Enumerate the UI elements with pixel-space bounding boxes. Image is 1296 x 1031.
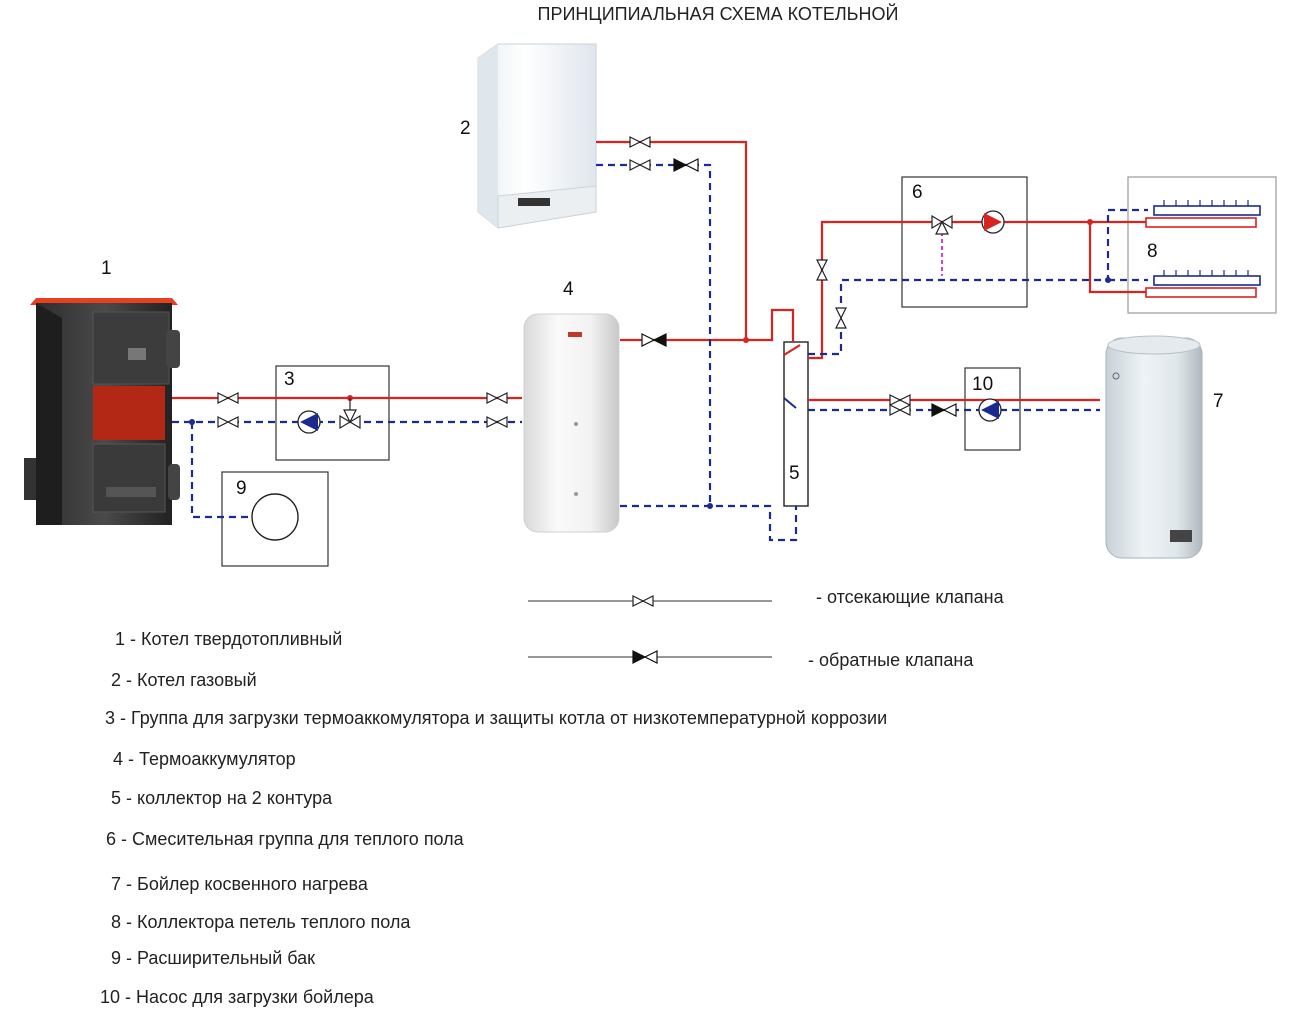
group-3-frame xyxy=(275,365,390,461)
component-label: 1 - Котел твердотопливный xyxy=(115,629,343,649)
floor-manifold-8-frame xyxy=(1127,176,1277,314)
callout-6: 6 xyxy=(912,182,923,203)
three-way-valve-icon xyxy=(339,398,361,430)
pump-icon xyxy=(297,410,321,434)
pump-icon xyxy=(981,210,1005,234)
component-label: 8 - Коллектора петель теплого пола xyxy=(111,912,411,932)
expansion-tank-9-frame xyxy=(221,471,329,567)
pump-icon xyxy=(978,398,1002,422)
component-label: 4 - Термоаккумулятор xyxy=(113,749,296,769)
shutoff-valves xyxy=(217,136,911,428)
callout-9: 9 xyxy=(236,478,247,499)
component-label: 5 - коллектор на 2 контура xyxy=(111,788,333,808)
component-label: 10 - Насос для загрузки бойлера xyxy=(100,987,374,1007)
diagram-title: ПРИНЦИПИАЛЬНАЯ СХЕМА КОТЕЛЬНОЙ xyxy=(537,4,899,24)
callout-4: 4 xyxy=(563,279,574,300)
callout-7: 7 xyxy=(1213,391,1224,412)
junction-dots xyxy=(189,219,1111,509)
dhw-boiler xyxy=(1105,335,1203,559)
callout-10: 10 xyxy=(972,374,994,395)
component-label: 2 - Котел газовый xyxy=(111,670,257,690)
component-label: 3 - Группа для загрузки термоаккомулятор… xyxy=(105,708,888,728)
legend-check-label: - обратные клапана xyxy=(808,650,974,670)
expansion-tank-icon xyxy=(251,493,299,541)
three-way-valve-icon xyxy=(931,214,953,235)
callout-5: 5 xyxy=(789,463,800,484)
legend-shutoff-symbol xyxy=(528,595,772,607)
floor-manifolds xyxy=(1145,200,1261,298)
solid-fuel-boiler xyxy=(24,298,180,525)
supply-pipes xyxy=(172,140,1148,402)
legend-shutoff-label: - отсекающие клапана xyxy=(816,587,1004,607)
callout-1: 1 xyxy=(101,258,112,279)
callout-3: 3 xyxy=(284,369,295,390)
callout-8: 8 xyxy=(1147,241,1158,262)
component-label: 6 - Смесительная группа для теплого пола xyxy=(106,829,464,849)
callout-2: 2 xyxy=(460,118,471,139)
component-label: 9 - Расширительный бак xyxy=(111,948,316,968)
accumulator-tank xyxy=(523,313,620,533)
component-label: 7 - Бойлер косвенного нагрева xyxy=(111,874,368,894)
legend-check-symbol xyxy=(528,650,772,664)
gas-boiler xyxy=(477,43,597,229)
mixing-group-6-frame xyxy=(901,176,1028,308)
check-valves xyxy=(641,158,957,417)
